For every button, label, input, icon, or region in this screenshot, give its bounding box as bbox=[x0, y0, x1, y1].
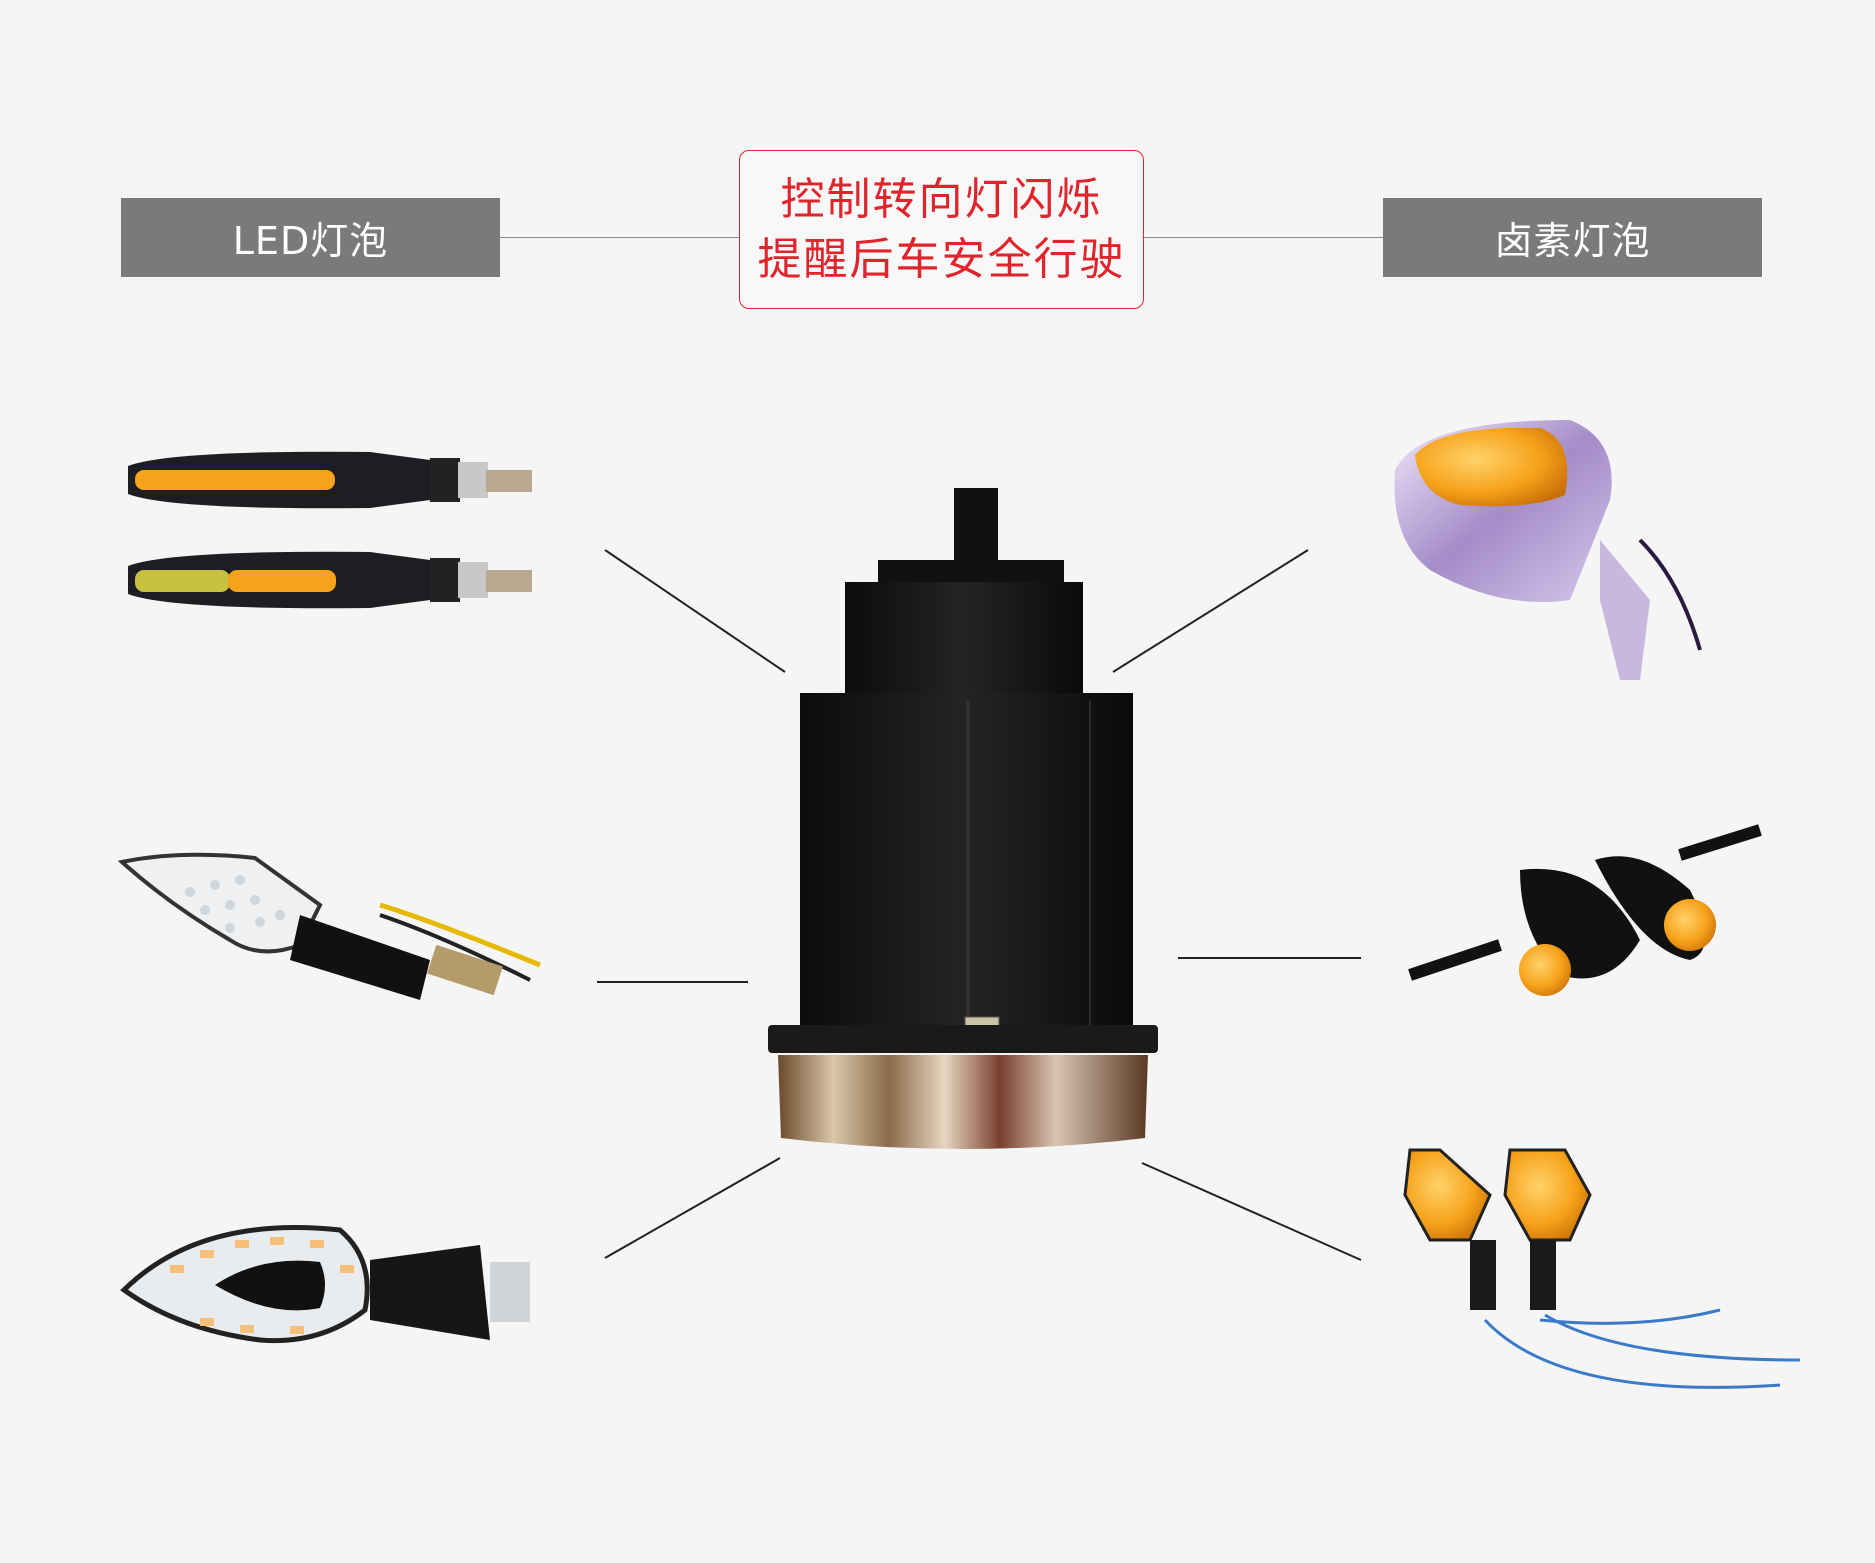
halogen-diamond-indicator-pair bbox=[1403, 1148, 1801, 1389]
led-strip-indicator bbox=[128, 451, 532, 609]
title-callout: 控制转向灯闪烁 提醒后车安全行驶 bbox=[739, 150, 1144, 309]
bullet-halogen-indicator-pair bbox=[1408, 824, 1762, 996]
halogen-bulb-label-text: 卤素灯泡 bbox=[1494, 219, 1651, 263]
led-arrow-indicator bbox=[117, 852, 541, 1000]
title-line-2: 提醒后车安全行驶 bbox=[757, 233, 1126, 285]
left-connector-line bbox=[500, 237, 739, 238]
halogen-bulb-label: 卤素灯泡 bbox=[1383, 198, 1762, 277]
flasher-relay bbox=[768, 488, 1158, 1149]
mirror-halogen-indicator bbox=[1394, 420, 1702, 680]
title-line-1: 控制转向灯闪烁 bbox=[780, 173, 1103, 225]
led-ring-indicator bbox=[120, 1225, 530, 1344]
led-bulb-label-text: LED灯泡 bbox=[232, 219, 389, 263]
product-connector-lines bbox=[597, 549, 1362, 1261]
right-connector-line bbox=[1142, 237, 1383, 238]
led-bulb-label: LED灯泡 bbox=[121, 198, 500, 277]
